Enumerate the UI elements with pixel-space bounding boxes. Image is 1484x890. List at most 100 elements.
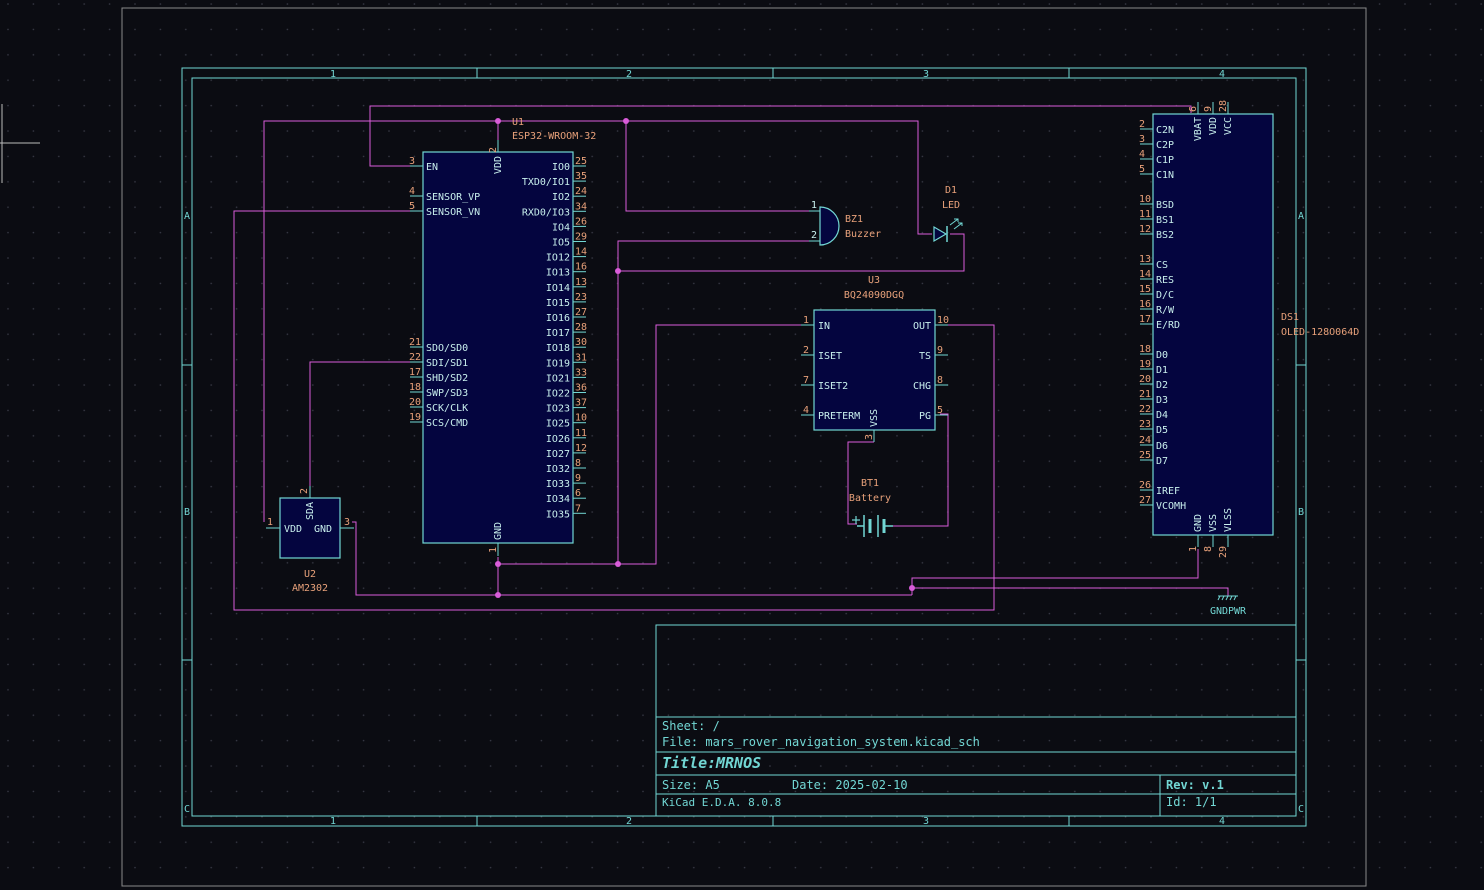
- u3-pin-name: TS: [919, 351, 931, 362]
- wire-led-anode[interactable]: [917, 148, 932, 235]
- u1-pin-name: SDO/SD0: [426, 343, 468, 354]
- row-label: B: [1298, 507, 1304, 518]
- u1-reference: U1: [512, 117, 524, 128]
- ds1-reference: DS1: [1281, 312, 1299, 323]
- ds1-pin-name: D2: [1156, 380, 1168, 391]
- u1-pin-number: 9: [575, 473, 581, 484]
- col-label: 3: [923, 816, 929, 827]
- d1-triangle[interactable]: [933, 225, 948, 243]
- component-bz1[interactable]: 1 2 BZ1 Buzzer: [809, 200, 881, 246]
- row-label: C: [184, 804, 190, 815]
- wire-buzzer-vdd[interactable]: [625, 121, 809, 212]
- battery-icon[interactable]: [852, 515, 893, 537]
- wire-io-sense[interactable]: [233, 210, 995, 611]
- col-label: 2: [626, 816, 632, 827]
- u3-pin-number: 9: [937, 345, 943, 356]
- gndpwr-symbol[interactable]: GNDPWR: [1210, 595, 1247, 617]
- ds1-pin-number: 21: [1139, 389, 1151, 400]
- row-label: A: [1298, 211, 1304, 222]
- file-label: File: mars_rover_navigation_system.kicad…: [662, 735, 980, 749]
- u1-pin-number: 16: [575, 262, 587, 273]
- u1-pin-number: 33: [575, 367, 587, 378]
- col-label: 2: [626, 69, 632, 80]
- u1-pin-name: IO34: [546, 494, 570, 505]
- component-bt1[interactable]: BT1 Battery: [849, 478, 893, 537]
- ds1-pin-name: C1N: [1156, 170, 1174, 181]
- u1-pin-name: IO2: [552, 192, 570, 203]
- rev-label: Rev: v.1: [1166, 778, 1224, 792]
- u1-pin-number: 18: [409, 382, 421, 393]
- tool-label: KiCad E.D.A. 8.0.8: [662, 796, 781, 809]
- junctions: [495, 118, 915, 598]
- u1-pin-name: IO13: [546, 268, 570, 279]
- row-label: A: [184, 211, 190, 222]
- component-d1[interactable]: D1 LED: [933, 185, 963, 243]
- cursor-crosshair: [0, 104, 40, 183]
- wire-buzzer-gnd[interactable]: [617, 240, 809, 564]
- title-block: Sheet: / File: mars_rover_navigation_sys…: [655, 624, 1297, 817]
- ds1-pin-number: 19: [1139, 359, 1151, 370]
- u1-pin-number: 26: [575, 216, 587, 227]
- ds1-pin-name: D4: [1156, 410, 1168, 421]
- ds1-pin-number: 24: [1139, 435, 1151, 446]
- ds1-pin-number: 8: [1203, 546, 1214, 552]
- u2-pin-gnd-number: 3: [344, 517, 350, 528]
- component-u2[interactable]: 1 VDD 2 SDA 3 GND U2 AM2302: [266, 486, 354, 594]
- wire-sda[interactable]: [309, 361, 410, 487]
- wire-gndpwr[interactable]: [912, 587, 1229, 596]
- wire-gnd-bus[interactable]: [498, 324, 809, 565]
- ds1-pin-name: VSS: [1208, 514, 1219, 532]
- u1-pin-name: SENSOR_VP: [426, 192, 480, 203]
- wire-u2-gnd[interactable]: [352, 521, 912, 596]
- wire-led-cathode[interactable]: [618, 233, 965, 272]
- u1-pin-number: 35: [575, 171, 587, 182]
- u3-pin-number: 7: [803, 375, 809, 386]
- ds1-pin-number: 13: [1139, 254, 1151, 265]
- u3-pin-number: 8: [937, 375, 943, 386]
- u1-pin-number: 5: [409, 201, 415, 212]
- u1-pin-number: 25: [575, 156, 587, 167]
- ds1-pin-name: BS2: [1156, 230, 1174, 241]
- wire-battery-pos[interactable]: [893, 413, 949, 527]
- u1-pin-number: 7: [575, 503, 581, 514]
- u1-pin-name: SDI/SD1: [426, 358, 468, 369]
- u1-pin-name: IO35: [546, 509, 570, 520]
- row-label: B: [184, 507, 190, 518]
- u3-reference: U3: [868, 275, 880, 286]
- ds1-pin-number: 3: [1139, 134, 1145, 145]
- u1-pin-name: SWP/SD3: [426, 388, 468, 399]
- u3-pin-name: IN: [818, 321, 830, 332]
- wire-en-oled[interactable]: [369, 105, 1192, 167]
- u1-pin-number: 11: [575, 428, 587, 439]
- ds1-body[interactable]: [1152, 113, 1274, 536]
- ds1-pin-name: D6: [1156, 441, 1168, 452]
- wire-vdd-bus[interactable]: [263, 120, 919, 522]
- led-emission-icon: [949, 218, 963, 230]
- u1-pin-name: IO14: [546, 283, 570, 294]
- bz1-body[interactable]: [819, 206, 840, 246]
- gndpwr-label: GNDPWR: [1210, 606, 1247, 617]
- ds1-pin-number: 2: [1139, 119, 1145, 130]
- ds1-pin-number: 1: [1188, 546, 1199, 552]
- u1-body[interactable]: [422, 151, 574, 544]
- ds1-left-pins: 2C2N3C2P4C1P5C1N10BSD11BS112BS213CS14RES…: [1139, 119, 1186, 512]
- ds1-pin-name: BSD: [1156, 200, 1174, 211]
- col-label: 1: [330, 816, 336, 827]
- ds1-pin-name: VBAT: [1193, 117, 1204, 141]
- u1-pin-number: 36: [575, 383, 587, 394]
- u1-pin-name: IO19: [546, 358, 570, 369]
- ds1-pin-name: RES: [1156, 275, 1174, 286]
- wire-battery-neg[interactable]: [847, 441, 874, 525]
- id-label: Id: 1/1: [1166, 795, 1217, 809]
- ds1-pin-name: VCC: [1223, 117, 1234, 135]
- u2-reference: U2: [304, 569, 316, 580]
- ds1-pin-number: 5: [1139, 164, 1145, 175]
- u1-pin-name: IO15: [546, 298, 570, 309]
- u1-pin-name: IO12: [546, 253, 570, 264]
- u2-pin-gnd-name: GND: [314, 524, 332, 535]
- component-u1[interactable]: U1 ESP32-WROOM-32 2 VDD 1 GND 3EN4SENSOR…: [409, 117, 596, 556]
